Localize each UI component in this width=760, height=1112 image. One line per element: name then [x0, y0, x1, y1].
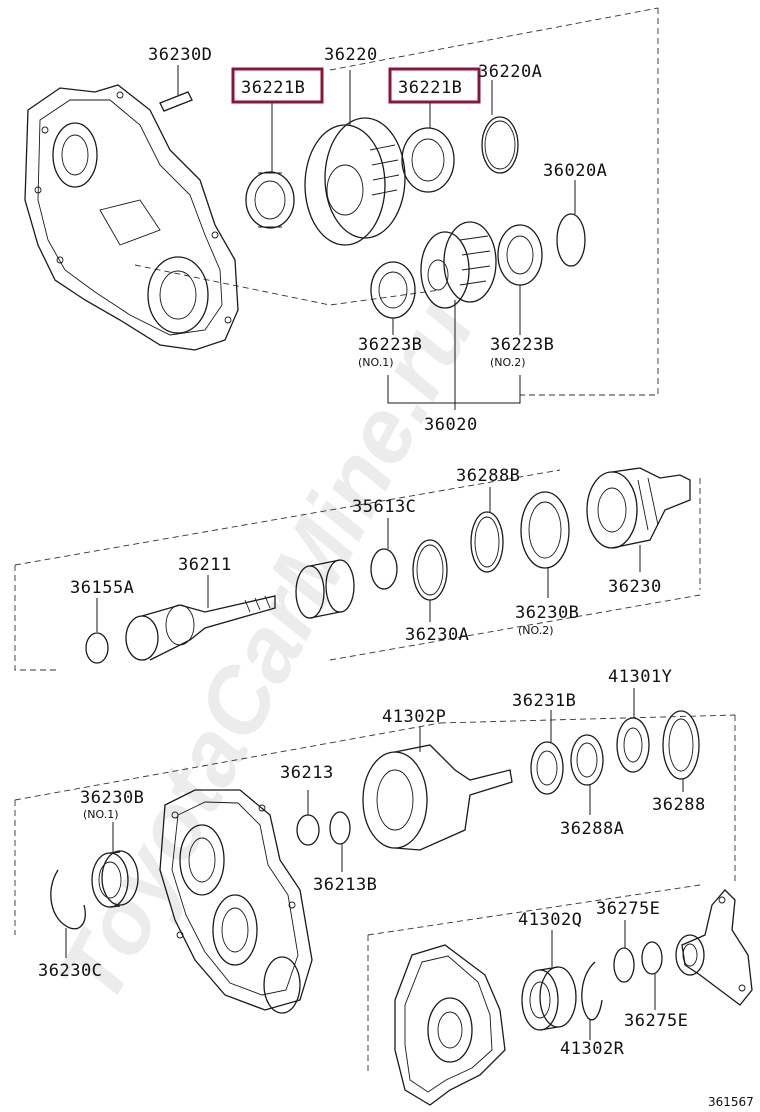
highlight-36221B-right	[388, 67, 481, 104]
pin-36230D	[159, 65, 193, 112]
bearing-36223B-no1	[370, 261, 416, 335]
bearing-36221B-right	[401, 102, 455, 193]
label-36221B-left: 36221B	[241, 78, 305, 98]
label-36230B-no1: 36230B	[80, 788, 144, 808]
panel-upper	[24, 7, 659, 410]
bearing-36230B-no1	[91, 822, 139, 908]
sleeve	[295, 559, 355, 619]
sublabel-36230B-no2: (NO.2)	[518, 624, 554, 637]
label-36220: 36220	[324, 45, 378, 65]
label-36230C: 36230C	[38, 961, 102, 981]
transfer-case-housing-lower	[159, 789, 313, 1014]
label-36155A: 36155A	[70, 578, 134, 598]
snap-ring-36230C	[50, 869, 86, 958]
label-36213B: 36213B	[313, 875, 377, 895]
label-41302P: 41302P	[382, 707, 446, 727]
label-41302R: 41302R	[560, 1039, 625, 1059]
label-36230: 36230	[608, 577, 662, 597]
panel-middle	[14, 467, 701, 671]
label-36213: 36213	[280, 763, 334, 783]
snap-ring-36020A	[556, 180, 586, 267]
label-36275E-bottom: 36275E	[624, 1011, 688, 1031]
ring-36275E-upper	[613, 920, 635, 983]
rear-cover	[394, 944, 506, 1106]
label-36231B: 36231B	[512, 691, 576, 711]
label-36223B-no1: 36223B	[358, 335, 422, 355]
ring-36213	[296, 790, 320, 846]
label-36223B-no2: 36223B	[490, 335, 554, 355]
gear-36220	[304, 70, 406, 246]
sublabel-36223B-no1: (NO.1)	[358, 356, 394, 369]
sublabel-36230B-no1: (NO.1)	[83, 808, 119, 821]
washer-36288	[662, 710, 700, 792]
label-35613C: 35613C	[352, 497, 416, 517]
label-36020A: 36020A	[543, 161, 607, 181]
transfer-case-housing-upper	[24, 84, 239, 351]
label-36275E-top: 36275E	[596, 899, 660, 919]
bearing-36223B-no2	[497, 224, 543, 335]
bearing-36221B-left	[245, 102, 295, 229]
label-36230D: 36230D	[148, 45, 212, 65]
ring-35613C	[370, 518, 398, 590]
gear-36020	[420, 221, 497, 309]
companion-flange	[675, 889, 753, 1006]
sublabel-36223B-no2: (NO.2)	[490, 356, 526, 369]
label-36220A: 36220A	[478, 62, 542, 82]
label-36020: 36020	[424, 415, 478, 435]
watermark: ToyotaCarMine.ru	[38, 284, 494, 1019]
label-36221B-right: 36221B	[398, 78, 462, 98]
ring-36155A	[85, 598, 109, 664]
label-36211: 36211	[178, 555, 232, 575]
shaft-36211	[125, 575, 276, 661]
panel-lower	[14, 688, 736, 1014]
seal-41301Y	[616, 688, 650, 773]
bracket-36020	[387, 300, 521, 410]
label-36230B-no2: 36230B	[515, 603, 579, 623]
bearing-36230B-no2	[520, 491, 570, 598]
ring-36230A	[412, 539, 448, 622]
highlight-36221B-left	[231, 67, 324, 104]
diagram-id: 361567	[708, 1095, 754, 1109]
label-36230A: 36230A	[405, 625, 469, 645]
bearing-41302Q	[521, 930, 577, 1031]
washer-36288A	[570, 734, 604, 815]
panel-bottom	[367, 884, 753, 1106]
ring-36213B	[329, 811, 351, 872]
label-36288A: 36288A	[560, 819, 624, 839]
label-41301Y: 41301Y	[608, 667, 672, 687]
diff-41302P	[362, 727, 513, 851]
washer-36231B	[530, 710, 564, 795]
washer-36288B	[470, 487, 504, 573]
gear-36230	[586, 467, 691, 572]
label-41302Q: 41302Q	[518, 910, 582, 930]
label-36288: 36288	[652, 795, 706, 815]
snap-ring-41302R	[581, 961, 603, 1040]
ring-36275E-lower	[641, 941, 663, 1010]
snap-ring-36220A	[481, 80, 519, 174]
label-36288B: 36288B	[456, 466, 520, 486]
